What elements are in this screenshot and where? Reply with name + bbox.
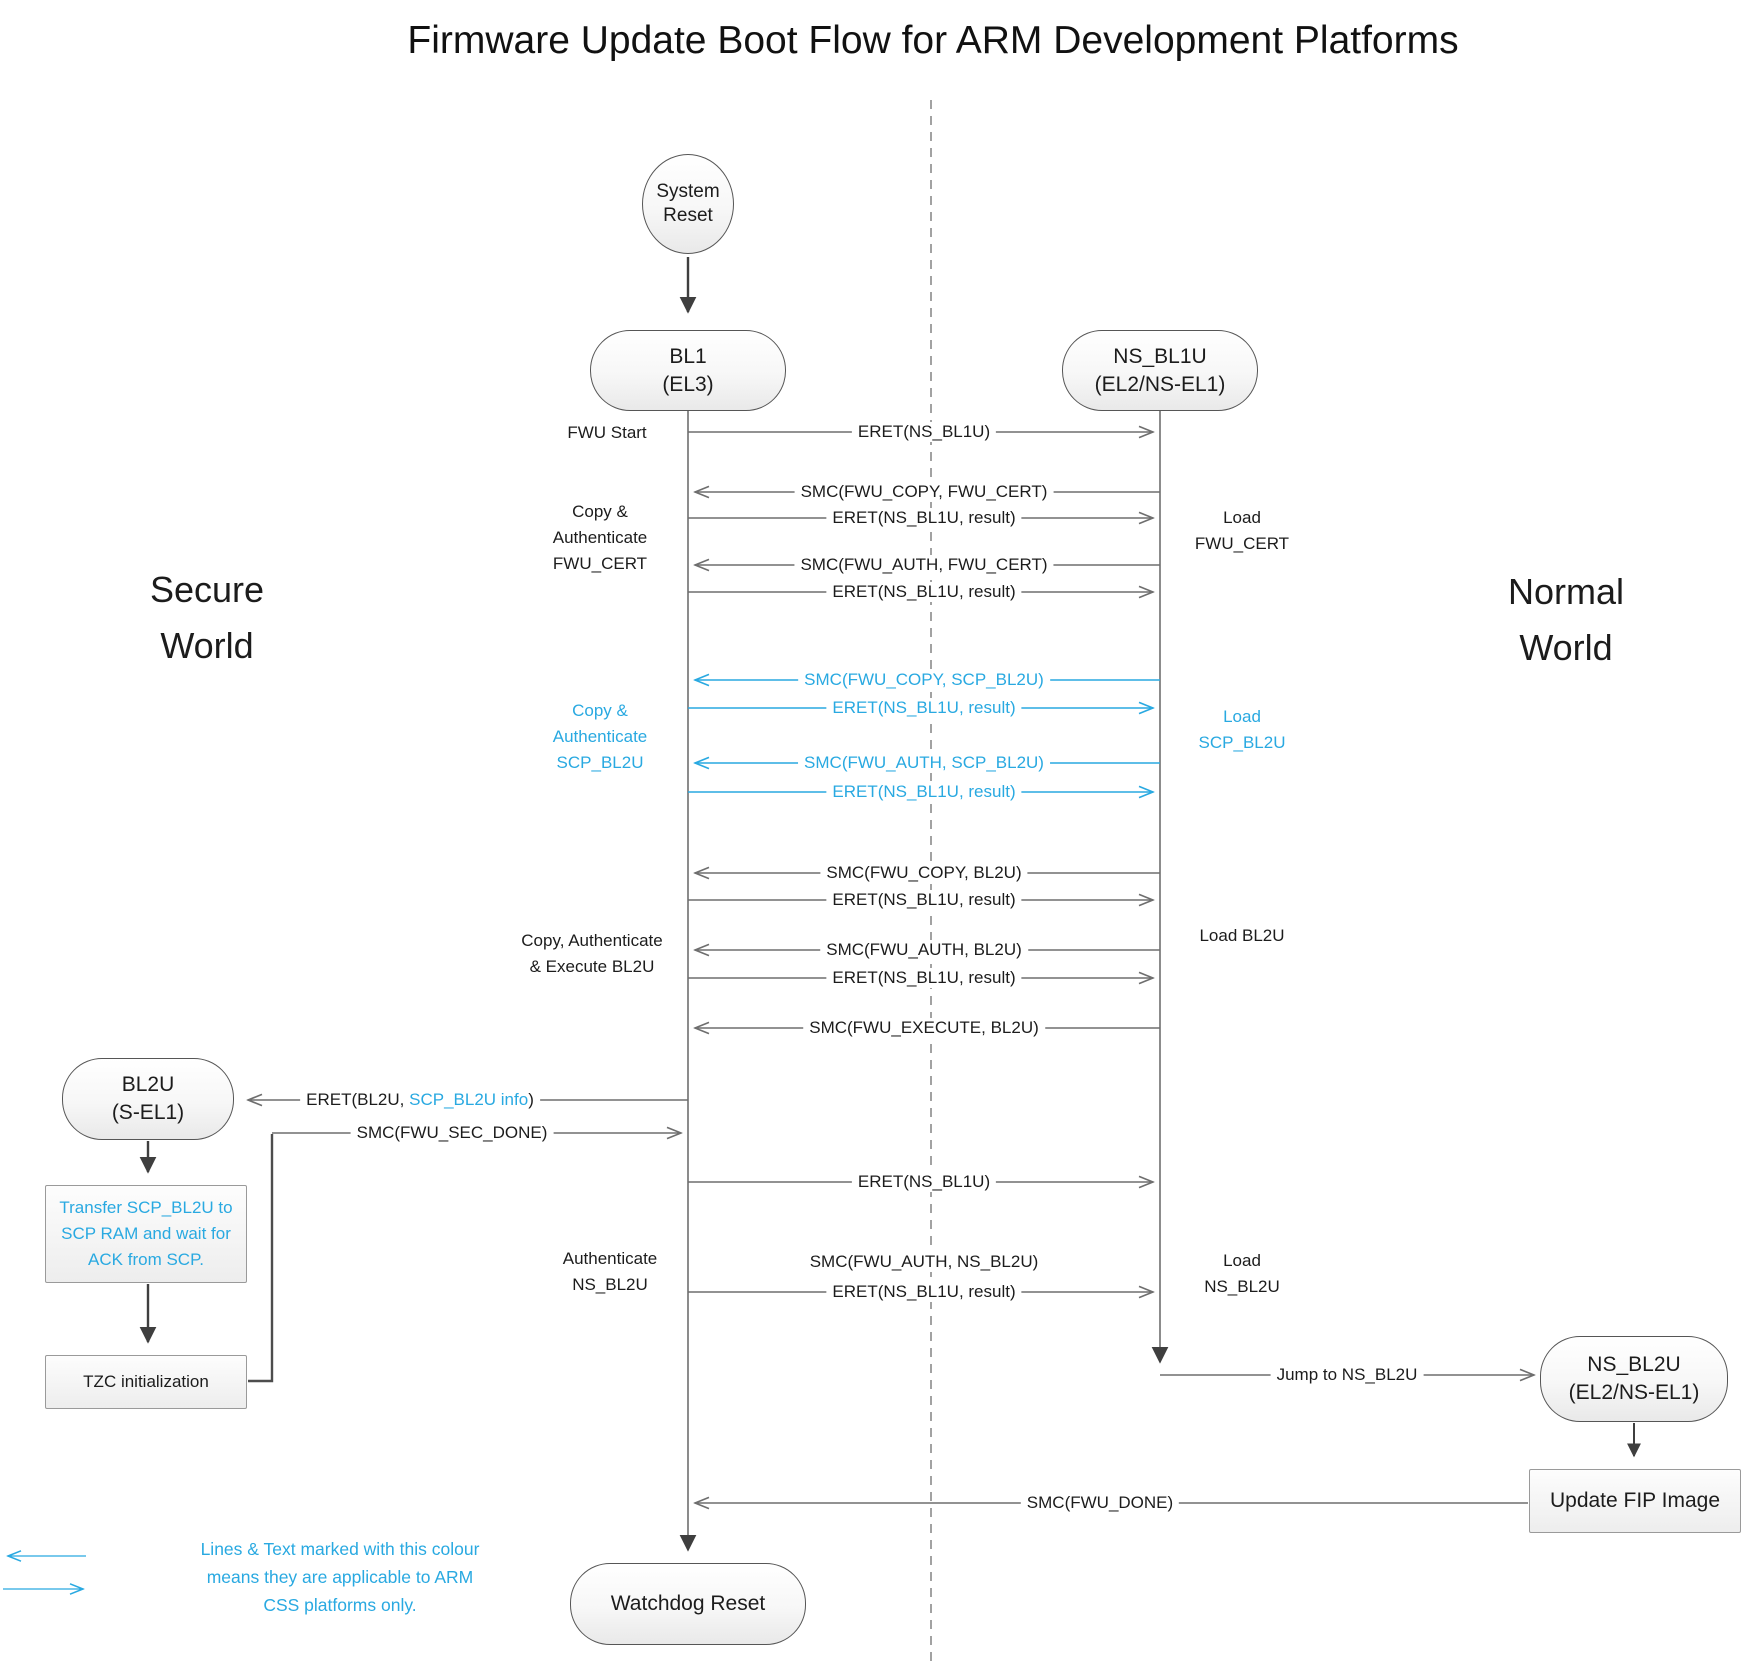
copy-auth-fwu-cert-label: Copy & Authenticate FWU_CERT xyxy=(552,502,648,573)
message-eret-bl2u-suffix: ) xyxy=(528,1090,534,1109)
ns-bl2u-el-label: (EL2/NS-EL1) xyxy=(1568,1381,1700,1404)
message-smc-fwu-auth-scp-bl2u: SMC(FWU_AUTH, SCP_BL2U) xyxy=(798,753,1050,773)
watchdog-reset-node: Watchdog Reset xyxy=(570,1563,806,1645)
normal-world-label: Normal World xyxy=(1507,571,1624,668)
message-eret-result-1: ERET(NS_BL1U, result) xyxy=(826,508,1022,528)
bl2u-label: BL2U xyxy=(121,1073,175,1096)
message-eret-bl2u: ERET(BL2U, SCP_BL2U info) xyxy=(300,1090,540,1110)
fwu-start-label: FWU Start xyxy=(567,423,647,442)
update-fip-box: Update FIP Image xyxy=(1529,1469,1741,1533)
bl1-node: BL1 (EL3) xyxy=(590,330,786,411)
message-eret-bl2u-prefix: ERET(BL2U, xyxy=(306,1090,410,1109)
watchdog-reset-label: Watchdog Reset xyxy=(610,1592,766,1615)
load-scp-bl2u-label: Load SCP_BL2U xyxy=(1198,707,1286,752)
load-fwu-cert-label: Load FWU_CERT xyxy=(1194,508,1290,553)
system-reset-label: System Reset xyxy=(656,181,720,226)
ns-bl1u-label: NS_BL1U xyxy=(1113,344,1207,368)
tzc-init-box: TZC initialization xyxy=(45,1355,247,1409)
auth-ns-bl2u-label: Authenticate NS_BL2U xyxy=(562,1249,658,1294)
copy-auth-exec-bl2u-label: Copy, Authenticate & Execute BL2U xyxy=(521,931,663,976)
message-eret-ns-bl1u-1: ERET(NS_BL1U) xyxy=(851,422,997,442)
transfer-scp-label: Transfer SCP_BL2U to SCP RAM and wait fo… xyxy=(59,1198,233,1269)
message-smc-fwu-auth-ns-bl2u: SMC(FWU_AUTH, NS_BL2U) xyxy=(803,1252,1045,1272)
page-title: Firmware Update Boot Flow for ARM Develo… xyxy=(407,19,1459,62)
secure-world-label: Secure World xyxy=(149,569,265,666)
update-fip-label: Update FIP Image xyxy=(1549,1489,1721,1512)
tzc-init-label: TZC initialization xyxy=(83,1372,209,1391)
bl2u-el-label: (S-EL1) xyxy=(111,1101,185,1124)
message-smc-fwu-sec-done: SMC(FWU_SEC_DONE) xyxy=(350,1123,554,1143)
message-smc-fwu-auth-fwu-cert: SMC(FWU_AUTH, FWU_CERT) xyxy=(794,555,1054,575)
message-smc-fwu-done: SMC(FWU_DONE) xyxy=(1020,1493,1180,1513)
load-bl2u-label: Load BL2U xyxy=(1199,926,1285,945)
message-eret-result-5: ERET(NS_BL1U, result) xyxy=(826,890,1022,910)
message-smc-fwu-auth-bl2u: SMC(FWU_AUTH, BL2U) xyxy=(820,940,1028,960)
message-eret-ns-bl1u-2: ERET(NS_BL1U) xyxy=(851,1172,997,1192)
message-eret-bl2u-highlight: SCP_BL2U info xyxy=(409,1090,529,1109)
message-eret-result-4: ERET(NS_BL1U, result) xyxy=(826,782,1022,802)
message-eret-result-3: ERET(NS_BL1U, result) xyxy=(826,698,1022,718)
legend-text: Lines & Text marked with this colour mea… xyxy=(200,1539,480,1615)
ns-bl1u-el-label: (EL2/NS-EL1) xyxy=(1094,372,1226,396)
message-eret-result-6: ERET(NS_BL1U, result) xyxy=(826,968,1022,988)
copy-auth-scp-bl2u-label: Copy & Authenticate SCP_BL2U xyxy=(552,701,648,772)
message-eret-result-2: ERET(NS_BL1U, result) xyxy=(826,582,1022,602)
bl1-el-label: (EL3) xyxy=(662,372,714,396)
system-reset-node: System Reset xyxy=(642,154,734,254)
ns-bl1u-node: NS_BL1U (EL2/NS-EL1) xyxy=(1062,330,1258,411)
message-eret-result-7: ERET(NS_BL1U, result) xyxy=(826,1282,1022,1302)
message-smc-fwu-copy-bl2u: SMC(FWU_COPY, BL2U) xyxy=(820,863,1028,883)
ns-bl2u-node: NS_BL2U (EL2/NS-EL1) xyxy=(1540,1336,1728,1422)
bl1-label: BL1 xyxy=(669,344,707,368)
message-jump-to-ns-bl2u: Jump to NS_BL2U xyxy=(1270,1365,1424,1385)
message-smc-fwu-execute-bl2u: SMC(FWU_EXECUTE, BL2U) xyxy=(803,1018,1045,1038)
message-smc-fwu-copy-scp-bl2u: SMC(FWU_COPY, SCP_BL2U) xyxy=(798,670,1050,690)
ns-bl2u-label: NS_BL2U xyxy=(1587,1353,1681,1376)
message-smc-fwu-copy-fwu-cert: SMC(FWU_COPY, FWU_CERT) xyxy=(794,482,1054,502)
transfer-scp-box: Transfer SCP_BL2U to SCP RAM and wait fo… xyxy=(45,1185,247,1283)
load-ns-bl2u-label: Load NS_BL2U xyxy=(1204,1251,1280,1296)
bl2u-node: BL2U (S-EL1) xyxy=(62,1058,234,1140)
